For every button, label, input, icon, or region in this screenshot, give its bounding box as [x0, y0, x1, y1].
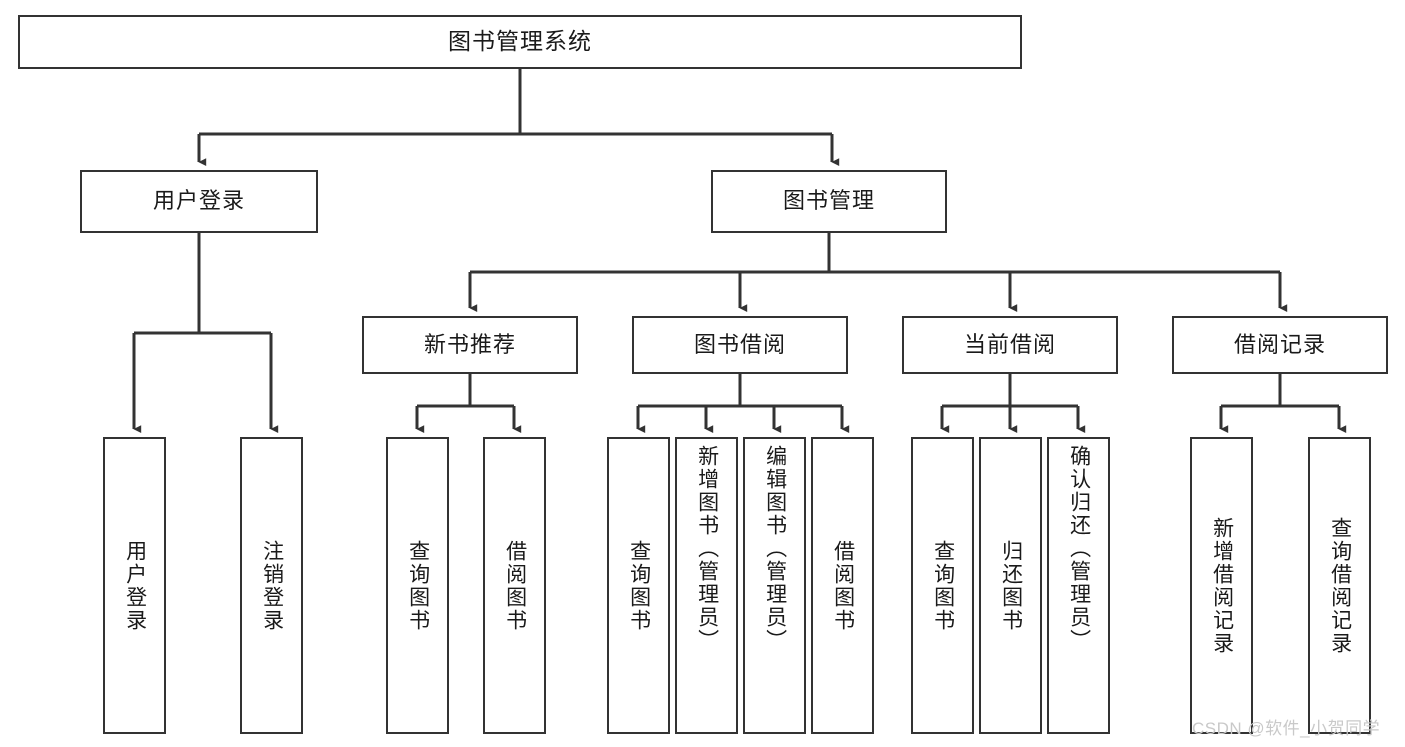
node-book-manage[interactable]: 图书管理 — [711, 170, 947, 233]
leaf-borrow-book-recommendation[interactable]: 借阅图书 — [483, 437, 546, 734]
leaf-confirm-return-admin[interactable]: 确认归还（管理员） — [1047, 437, 1110, 734]
csdn-watermark: CSDN @软件_小贺同学 — [1192, 719, 1381, 738]
node-new-book-recommendation[interactable]: 新书推荐 — [362, 316, 578, 374]
leaf-user-login[interactable]: 用户登录 — [103, 437, 166, 734]
leaf-query-book-recommendation[interactable]: 查询图书 — [386, 437, 449, 734]
node-current-borrow[interactable]: 当前借阅 — [902, 316, 1118, 374]
leaf-borrow-book[interactable]: 借阅图书 — [811, 437, 874, 734]
leaf-edit-book-admin[interactable]: 编辑图书（管理员） — [743, 437, 806, 734]
leaf-query-book-current[interactable]: 查询图书 — [911, 437, 974, 734]
leaf-logout[interactable]: 注销登录 — [240, 437, 303, 734]
node-root[interactable]: 图书管理系统 — [18, 15, 1022, 69]
leaf-add-book-admin[interactable]: 新增图书（管理员） — [675, 437, 738, 734]
leaf-add-borrow-record[interactable]: 新增借阅记录 — [1190, 437, 1253, 734]
leaf-query-book-borrow[interactable]: 查询图书 — [607, 437, 670, 734]
leaf-query-borrow-record[interactable]: 查询借阅记录 — [1308, 437, 1371, 734]
node-book-borrow[interactable]: 图书借阅 — [632, 316, 848, 374]
node-borrow-record[interactable]: 借阅记录 — [1172, 316, 1388, 374]
leaf-return-book[interactable]: 归还图书 — [979, 437, 1042, 734]
node-user-login[interactable]: 用户登录 — [80, 170, 318, 233]
